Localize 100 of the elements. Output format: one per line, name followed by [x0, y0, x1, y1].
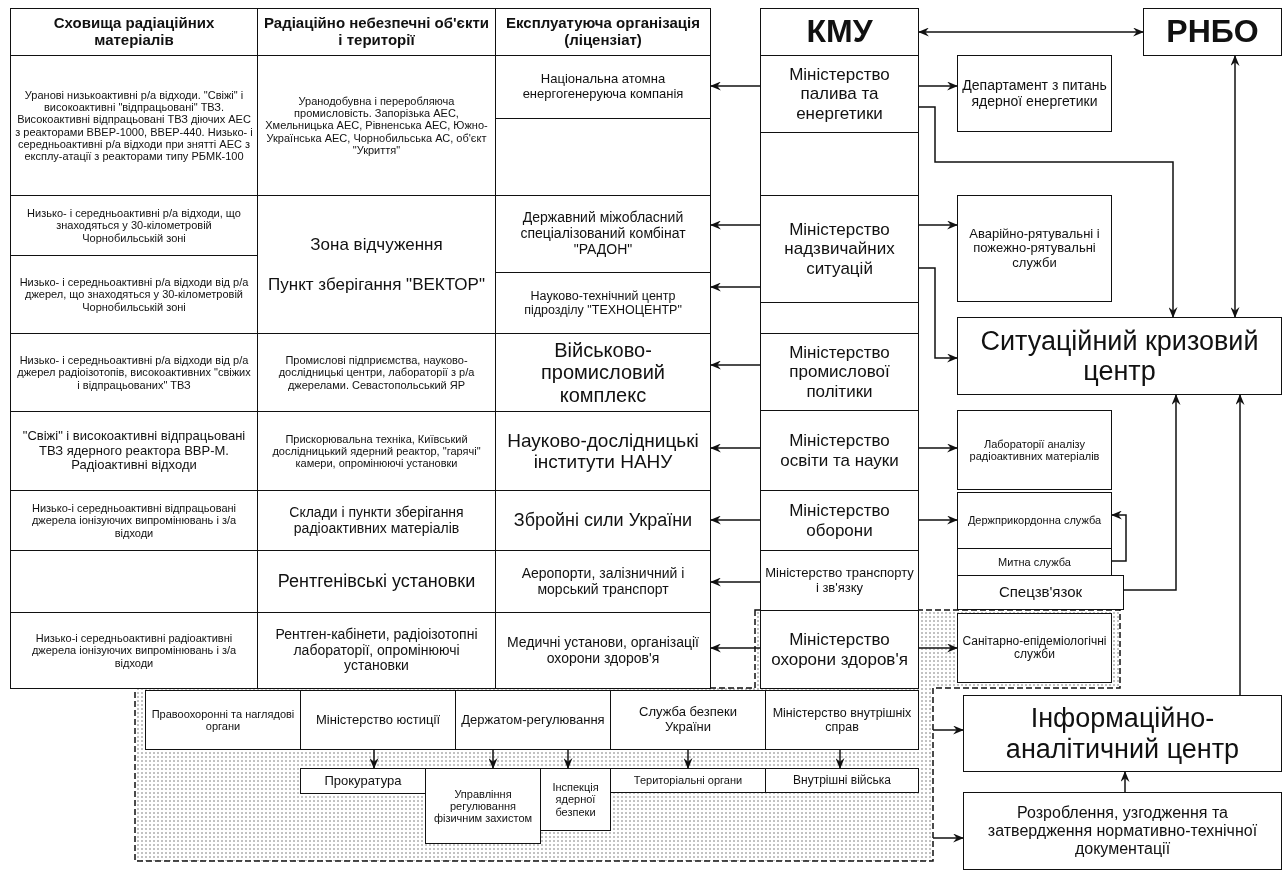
arrow — [710, 282, 761, 292]
box-label: Міністерство палива та енергетики — [788, 65, 891, 123]
cell-text: Військово-промисловий комплекс — [540, 338, 666, 407]
box-label: Міністерство транспорту і зв'язку — [765, 565, 914, 596]
table-cell — [495, 612, 711, 689]
cell-text: Пункт зберігання "ВЕКТОР" — [268, 274, 485, 294]
cell-text: Збройні сили України — [513, 510, 693, 531]
cell-text: Уранодобувна і переробляюча промисловість. Запорізька АЕС, Хмельницька АЕС, Рівненська АЕС, Южно-Українська АЕС, Чорнобильська АС, об'єкт "Укриття" — [264, 94, 489, 157]
arrow — [918, 515, 958, 525]
arrow — [710, 577, 761, 587]
box-label: Розроблення, узгодження та затвердження нормативно-технічної документації — [986, 804, 1259, 858]
cell-text: Низько-і середньоактивні радіоактивні джерела іонізуючих випромінювань і з/а відходи — [30, 632, 238, 669]
box-label: Міністерство внутрішніх справ — [771, 706, 913, 734]
cell-text: "Свіжі" і високоактивні відпрацьовані ТВЗ ядерного реактора ВВР-М. Радіоактивні відходи — [21, 429, 247, 473]
box-label: Митна служба — [998, 555, 1071, 569]
header-text: Сховища радіаційних матеріалів — [52, 15, 216, 49]
box-label: Територіальні органи — [633, 774, 743, 787]
box-label: Спецзв'язок — [998, 584, 1083, 601]
box-label: Служба безпеки України — [638, 705, 738, 735]
org-box — [540, 768, 611, 831]
box-label: Управління регулювання фізичним захистом — [432, 787, 534, 825]
box-label: Інспекція ядерної безпеки — [551, 781, 600, 818]
arrow — [918, 267, 958, 363]
org-box — [765, 768, 919, 793]
arrow — [710, 643, 761, 653]
header-text: Радіаційно небезпечні об'єкти і території — [263, 15, 490, 49]
arrow — [918, 643, 958, 653]
ministry-box — [760, 55, 919, 133]
org-box — [957, 195, 1112, 302]
cell-text: Рентген-кабінети, радіоізотопні лабораторії, опромінюючі установки — [274, 627, 479, 674]
cell-text: Зона відчуження — [310, 235, 443, 255]
arrow — [710, 360, 761, 370]
table-cell — [10, 612, 258, 689]
ministry-box — [760, 132, 919, 196]
cell-text: Низько- і середньоактивні р/а відходи від р/а джерел, що знаходяться у 30-кілометровій Чорнобильській зоні — [18, 276, 250, 313]
arrow — [918, 220, 958, 230]
ministry-box — [760, 610, 919, 689]
org-box — [300, 690, 456, 750]
arrow — [710, 220, 761, 230]
arrow — [1123, 394, 1181, 591]
arrow — [918, 106, 1178, 318]
arrow — [918, 443, 958, 453]
box-label: Міністерство надзвичайних ситуацій — [783, 220, 896, 278]
arrow — [918, 81, 958, 91]
box-label: Лабораторії аналізу радіоактивних матеріалів — [968, 437, 1101, 463]
cell-text: Рентгенівські установки — [277, 571, 476, 592]
box-label: КМУ — [806, 14, 873, 50]
cell-text: Промислові підприємства, науково-дослідницькі центри, лабораторії з р/а джерелами. Севастопольський ЯР — [277, 354, 476, 391]
center-box — [957, 317, 1282, 395]
ministry-box — [760, 550, 919, 611]
cell-text: Державний міжобласний спеціалізований комбінат "РАДОН" — [519, 210, 687, 258]
org-box — [145, 690, 301, 750]
box-label: Санітарно-епідеміологічні служби — [962, 634, 1107, 662]
cell-text: Низько-і середньоактивні відпрацьовані джерела іонізуючих випромінювань і з/а відходи — [30, 502, 238, 539]
cell-text: Низько- і середньоактивні р/а відходи від р/а джерел радіоізотопів, високоактивних "свіжих і відпрацьованих" ТВЗ — [16, 354, 252, 391]
box-label: Міністерство охорони здоров'я — [770, 630, 909, 669]
ministry-box — [760, 490, 919, 551]
box-label: РНБО — [1166, 14, 1259, 50]
box-label: Прокуратура — [324, 773, 402, 789]
center-box — [963, 792, 1282, 870]
authority-box — [1143, 8, 1282, 56]
double-arrow — [918, 27, 1144, 37]
arrow — [1235, 394, 1245, 696]
ministry-box — [760, 302, 919, 334]
arrow — [710, 443, 761, 453]
box-label: Держатом-регулювання — [461, 712, 605, 728]
box-label: Держприкордонна служба — [967, 514, 1102, 527]
column-header — [10, 8, 258, 56]
arrow — [710, 515, 761, 525]
org-box — [957, 410, 1112, 490]
arrow — [932, 833, 964, 843]
org-box — [957, 492, 1112, 549]
box-label: Інформаційно-аналітичний центр — [1004, 703, 1241, 764]
arrow — [369, 749, 379, 769]
cell-text: Низько- і середньоактивні р/а відходи, що знаходяться у 30-кілометровій Чорнобильській зоні — [26, 207, 242, 244]
arrow — [1120, 771, 1130, 793]
org-box — [957, 548, 1112, 576]
arrow — [563, 749, 573, 769]
double-arrow — [1230, 55, 1240, 318]
box-label: Міністерство промислової політики — [788, 343, 891, 401]
cell-text: Науково-дослідницькі інститути НАНУ — [506, 429, 700, 473]
arrow — [835, 749, 845, 769]
arrow — [1111, 510, 1127, 562]
org-box — [957, 613, 1112, 683]
authority-box — [760, 8, 919, 56]
cell-text: Склади і пункти зберігання радіоактивних матеріалів — [288, 504, 465, 537]
box-label: Міністерство оборони — [788, 501, 891, 540]
org-box — [425, 768, 541, 844]
ministry-box — [760, 333, 919, 411]
ministry-box — [760, 195, 919, 303]
cell-text: Національна атомна енергогенеруюча компанія — [521, 72, 685, 102]
arrow — [710, 81, 761, 91]
org-box — [957, 55, 1112, 132]
org-box — [765, 690, 919, 750]
header-text: Експлуатуюча організація (ліцензіат) — [505, 15, 701, 49]
box-label: Міністерство освіти та науки — [779, 431, 900, 470]
cell-text: Медичні установи, організації охорони здоров'я — [506, 634, 700, 667]
box-label: Аварійно-рятувальні і пожежно-рятувальні служби — [968, 226, 1101, 271]
org-box — [300, 768, 426, 794]
org-box — [610, 768, 766, 793]
